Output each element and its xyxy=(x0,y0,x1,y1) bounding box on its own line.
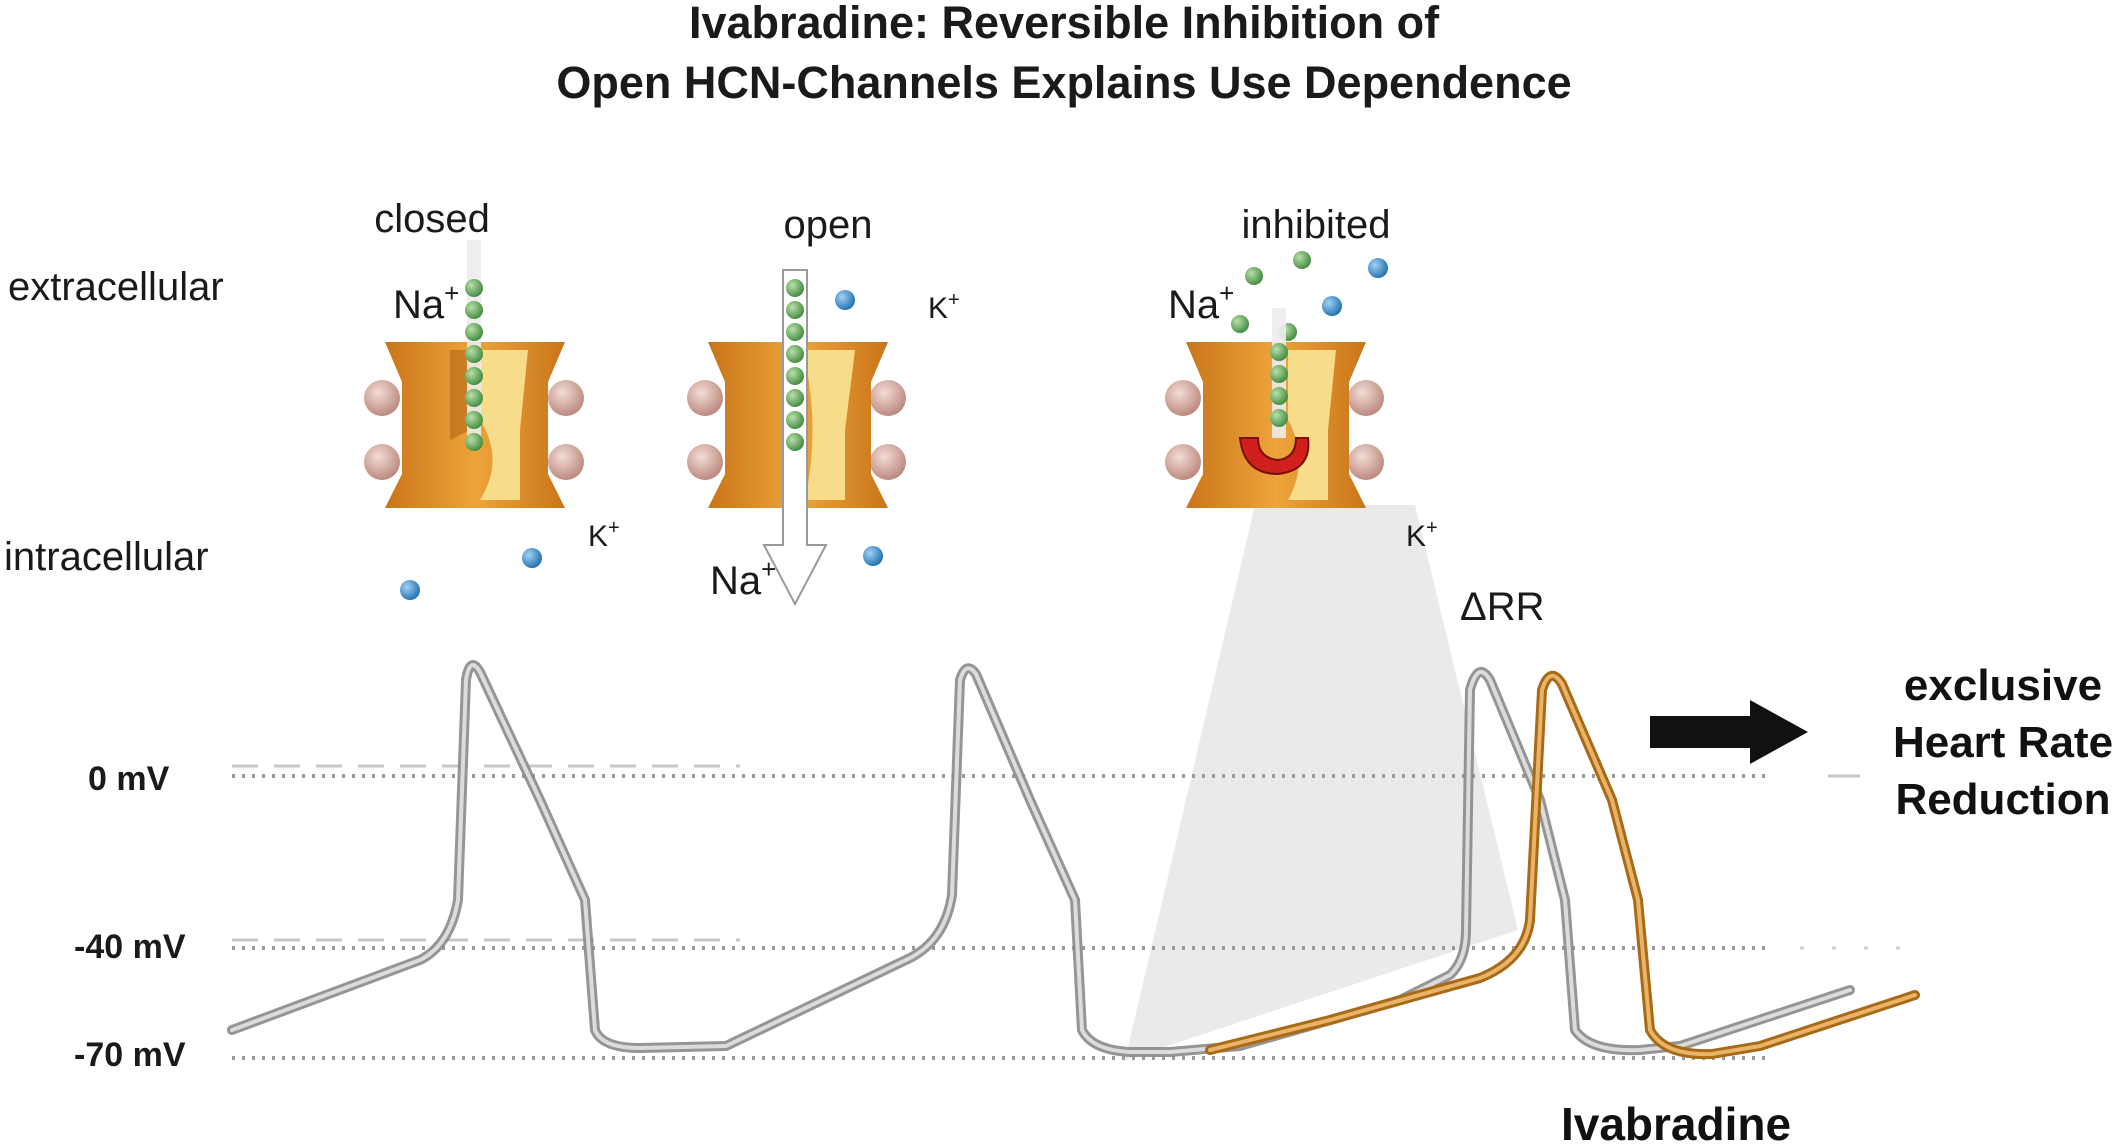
sodium-label-open: Na+ xyxy=(710,554,776,603)
ivabradine-label: Ivabradine xyxy=(1561,1098,1791,1148)
voltage-reference-lines xyxy=(232,764,1920,1060)
ivabradine-inhibitor xyxy=(1238,437,1310,476)
figure-title-line2: Open HCN-Channels Explains Use Dependenc… xyxy=(556,57,1571,108)
channel-pore xyxy=(480,350,528,500)
potassium-label-closed: K+ xyxy=(588,517,620,553)
potassium-label-inhibited: K+ xyxy=(1406,517,1438,553)
channel-state-label-closed: closed xyxy=(374,197,490,241)
potassium-ion xyxy=(522,548,542,568)
channel-state-label-open: open xyxy=(784,203,873,247)
figure-title-line1: Ivabradine: Reversible Inhibition of xyxy=(689,0,1440,48)
extracellular-ions xyxy=(1231,251,1388,341)
potassium-label-open: K+ xyxy=(928,289,960,325)
channel-open: open K+ Na+ xyxy=(687,203,960,607)
outcome-line1: exclusive xyxy=(1904,661,2102,710)
sodium-ion-column xyxy=(1270,343,1288,427)
spotlight-cone xyxy=(1125,505,1518,1060)
sodium-ion-column xyxy=(786,279,804,451)
sodium-label-inhibited: Na+ xyxy=(1168,278,1234,327)
ivabradine-trace xyxy=(1205,670,1920,1060)
outcome-arrow xyxy=(1650,700,1808,764)
potassium-ion xyxy=(400,580,420,600)
sodium-label-closed: Na+ xyxy=(393,278,459,327)
baseline-trace xyxy=(227,660,1855,1057)
channel-pore xyxy=(805,350,855,500)
outcome-line2: Heart Rate xyxy=(1893,718,2113,767)
channel-closed: closed Na+ K+ xyxy=(364,197,620,600)
voltage-label-0mv: 0 mV xyxy=(88,760,170,798)
membrane-lipids xyxy=(687,380,906,480)
extracellular-label: extracellular xyxy=(8,265,224,309)
channel-state-label-inhibited: inhibited xyxy=(1241,203,1390,247)
intracellular-label: intracellular xyxy=(4,535,209,579)
outcome-line3: Reduction xyxy=(1895,775,2110,824)
voltage-label-minus70mv: -70 mV xyxy=(74,1036,186,1074)
delta-rr-label: ΔRR xyxy=(1460,585,1545,629)
potassium-ion xyxy=(863,546,883,566)
potassium-ion xyxy=(835,290,855,310)
membrane-lipids xyxy=(1165,380,1384,480)
channel-inhibited: inhibited Na+ K+ xyxy=(1165,203,1438,553)
membrane-lipids xyxy=(364,380,584,480)
voltage-label-minus40mv: -40 mV xyxy=(74,928,186,966)
sodium-ion-column xyxy=(465,279,483,451)
